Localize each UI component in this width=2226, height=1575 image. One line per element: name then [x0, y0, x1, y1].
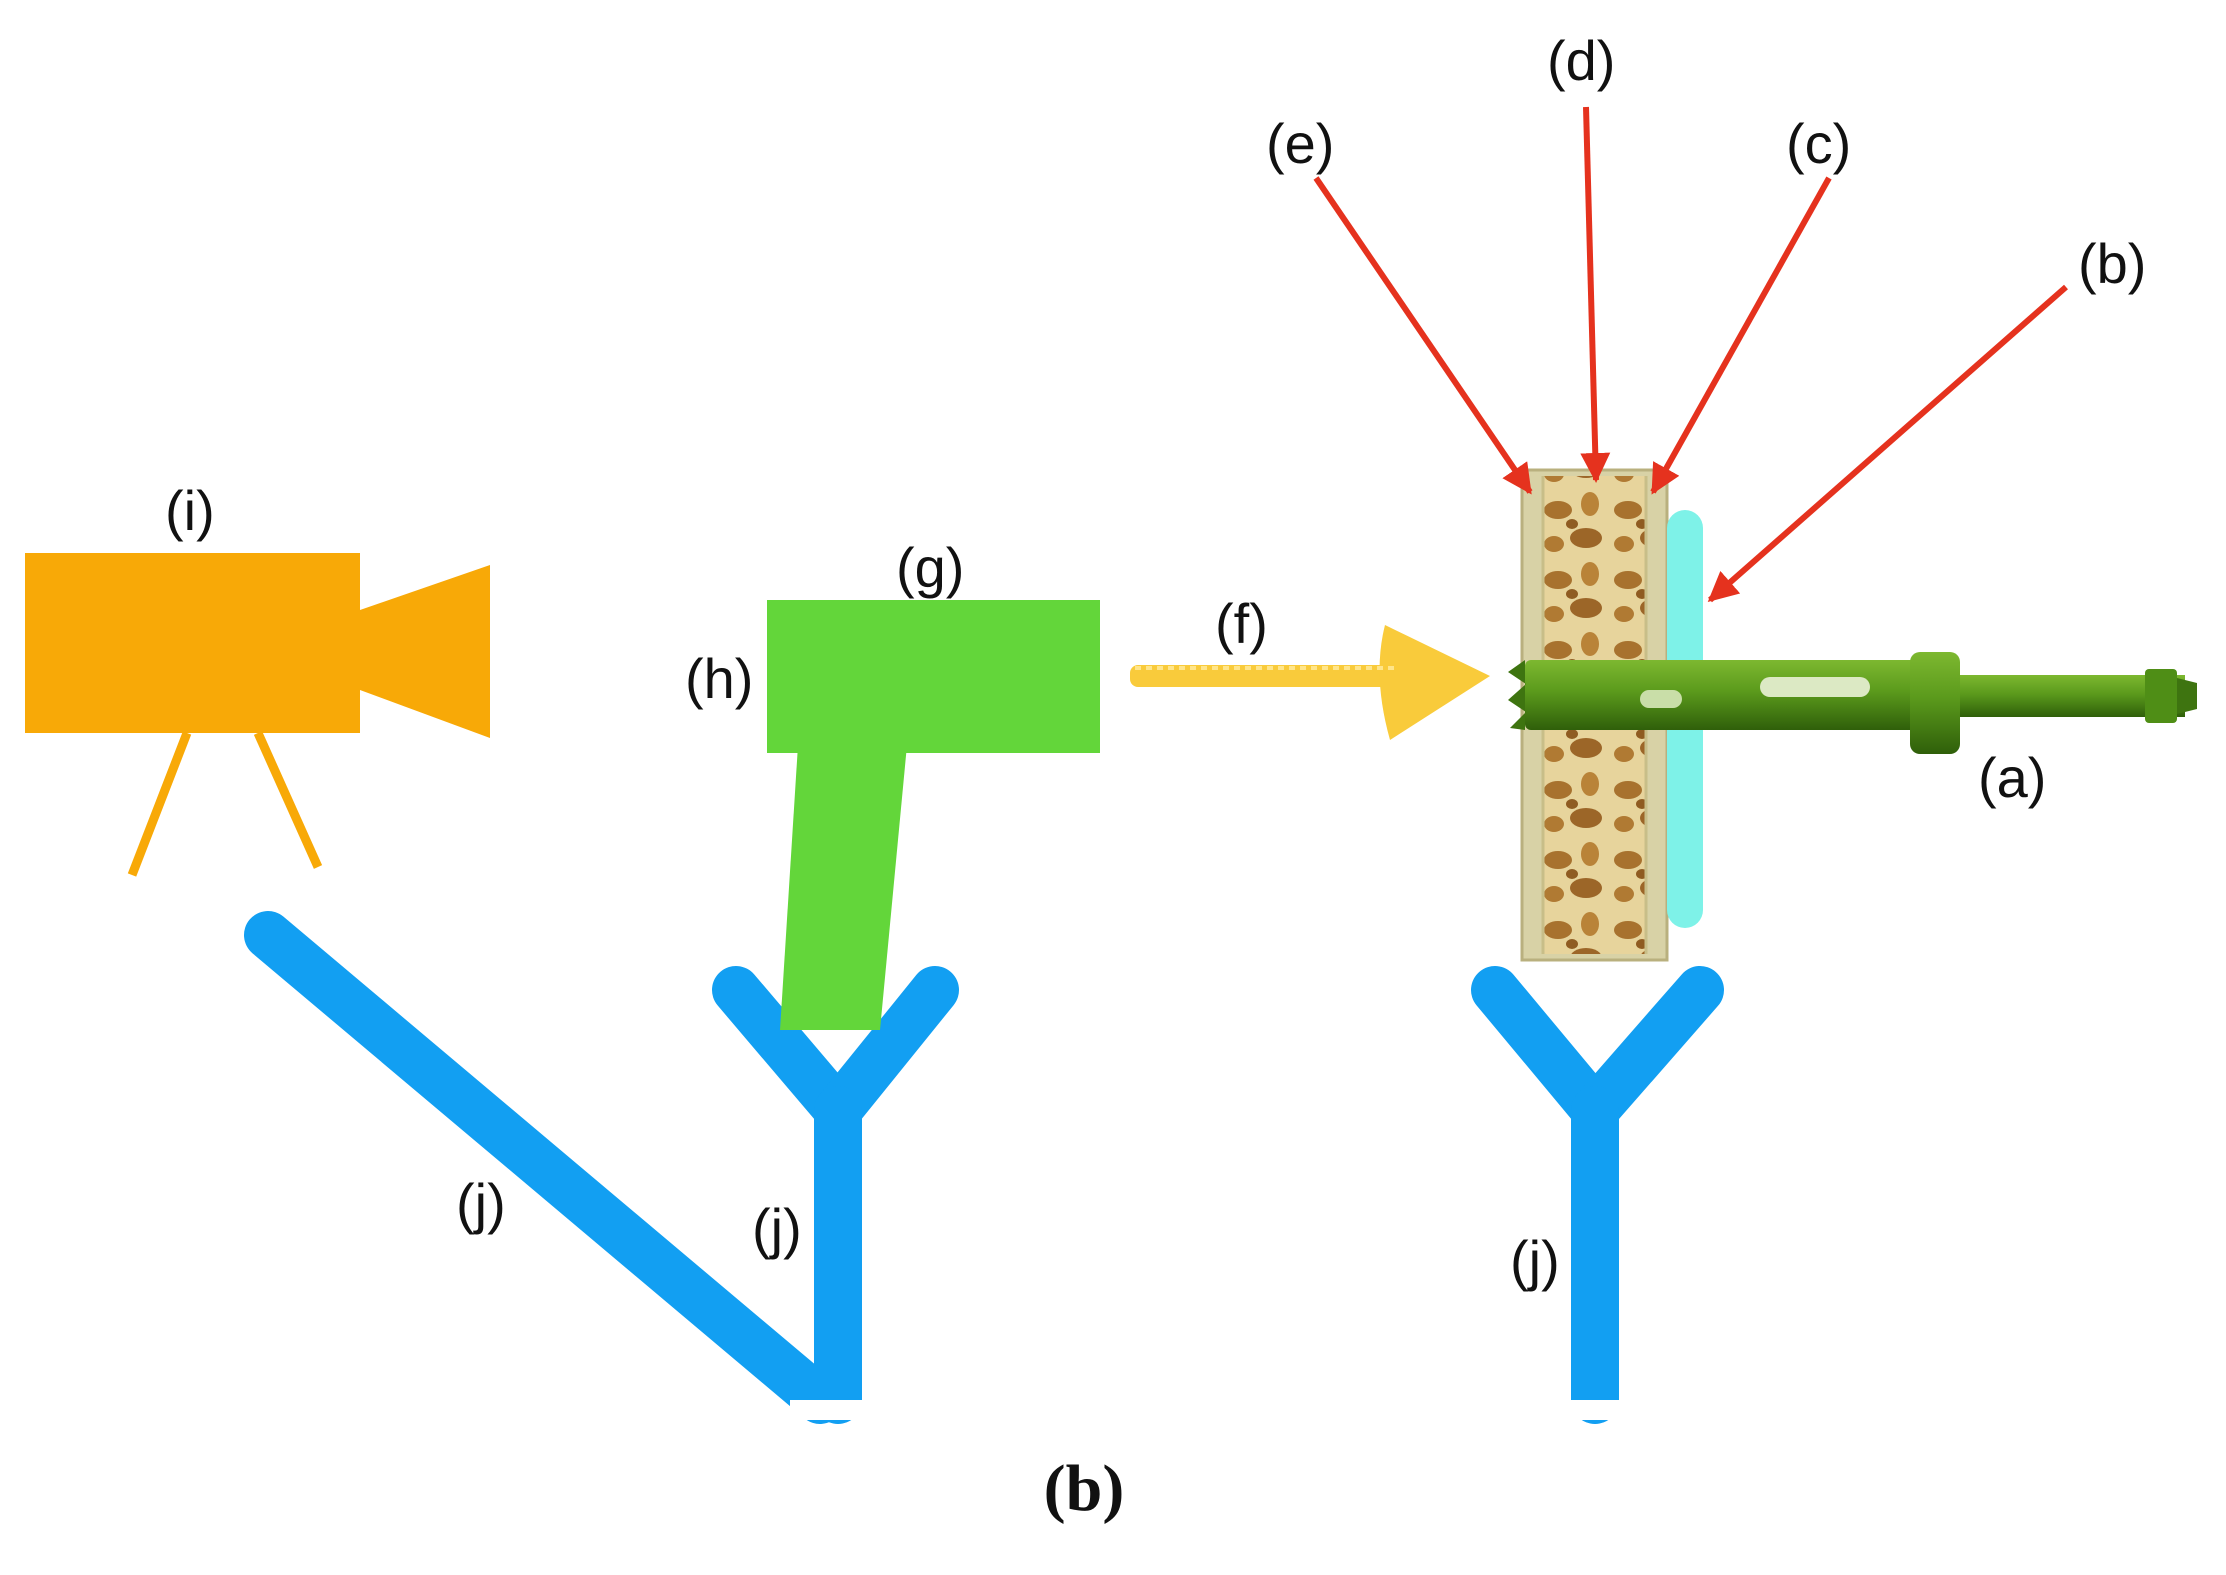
camera-body — [25, 553, 360, 733]
pointer-arrows — [1313, 106, 2068, 603]
infrared-beam-arrow — [1130, 625, 1490, 740]
pointer-e — [1313, 176, 1533, 495]
pointer-d — [1580, 106, 1611, 483]
stand-left-icon — [244, 911, 844, 1424]
label-a: (a) — [1978, 746, 2046, 809]
label-j-middle: (j) — [752, 1197, 802, 1260]
pointer-c — [1650, 176, 1832, 495]
camera-lens — [360, 565, 490, 738]
label-i: (i) — [165, 479, 215, 542]
stand-right-icon — [1471, 966, 1724, 1424]
stand-middle-icon — [712, 966, 959, 1424]
camera-tripod-leg-left — [127, 731, 192, 877]
label-j-left: (j) — [456, 1172, 506, 1235]
pointer-b — [1707, 284, 2068, 603]
label-d: (d) — [1547, 29, 1615, 92]
label-e: (e) — [1266, 112, 1334, 175]
label-f: (f) — [1215, 592, 1268, 655]
label-b: (b) — [2078, 232, 2146, 295]
label-j-right: (j) — [1510, 1229, 1560, 1292]
trephine-drill-icon — [1508, 652, 2197, 754]
figure-caption: (b) — [1044, 1452, 1125, 1525]
label-h: (h) — [685, 647, 753, 710]
video-camera-icon — [25, 553, 490, 877]
label-g: (g) — [896, 536, 964, 599]
sensor-handle — [780, 745, 907, 1030]
label-c: (c) — [1786, 112, 1851, 175]
camera-tripod-leg-right — [253, 731, 323, 869]
thermal-sensor-icon — [767, 600, 1100, 1030]
sensor-head — [767, 600, 1100, 753]
